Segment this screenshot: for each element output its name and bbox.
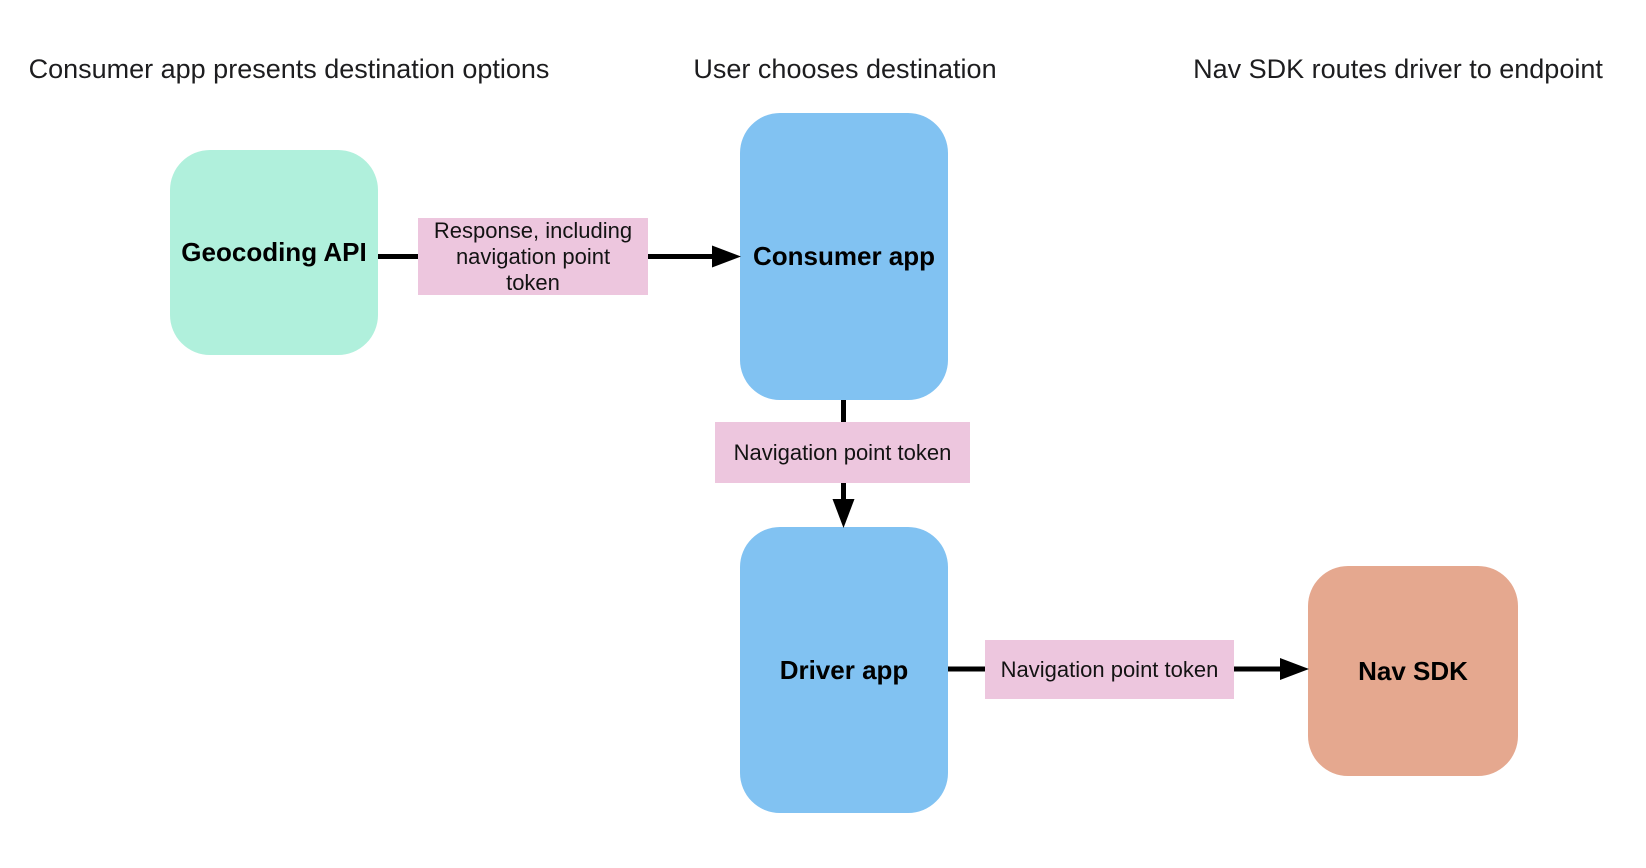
node-geocoding-api: Geocoding API [170, 150, 378, 355]
node-label: Nav SDK [1358, 655, 1468, 686]
edge-label-navigation-point-token-1: Navigation point token [715, 422, 970, 483]
node-label: Consumer app [752, 241, 936, 271]
node-label: Driver app [779, 654, 909, 685]
edge-label-navigation-point-token-2: Navigation point token [985, 640, 1234, 699]
edge-label-response-including-token: Response, including navigation point tok… [418, 218, 648, 295]
column-header-user-chooses: User chooses destination [693, 54, 997, 84]
column-header-navsdk-routes: Nav SDK routes driver to endpoint [1193, 54, 1603, 84]
node-driver-app: Driver app [740, 527, 948, 813]
column-header-consumer-presents: Consumer app presents destination option… [28, 54, 550, 84]
node-label: Geocoding API [181, 237, 367, 267]
node-consumer-app: Consumer app [740, 113, 948, 400]
node-nav-sdk: Nav SDK [1308, 566, 1518, 776]
